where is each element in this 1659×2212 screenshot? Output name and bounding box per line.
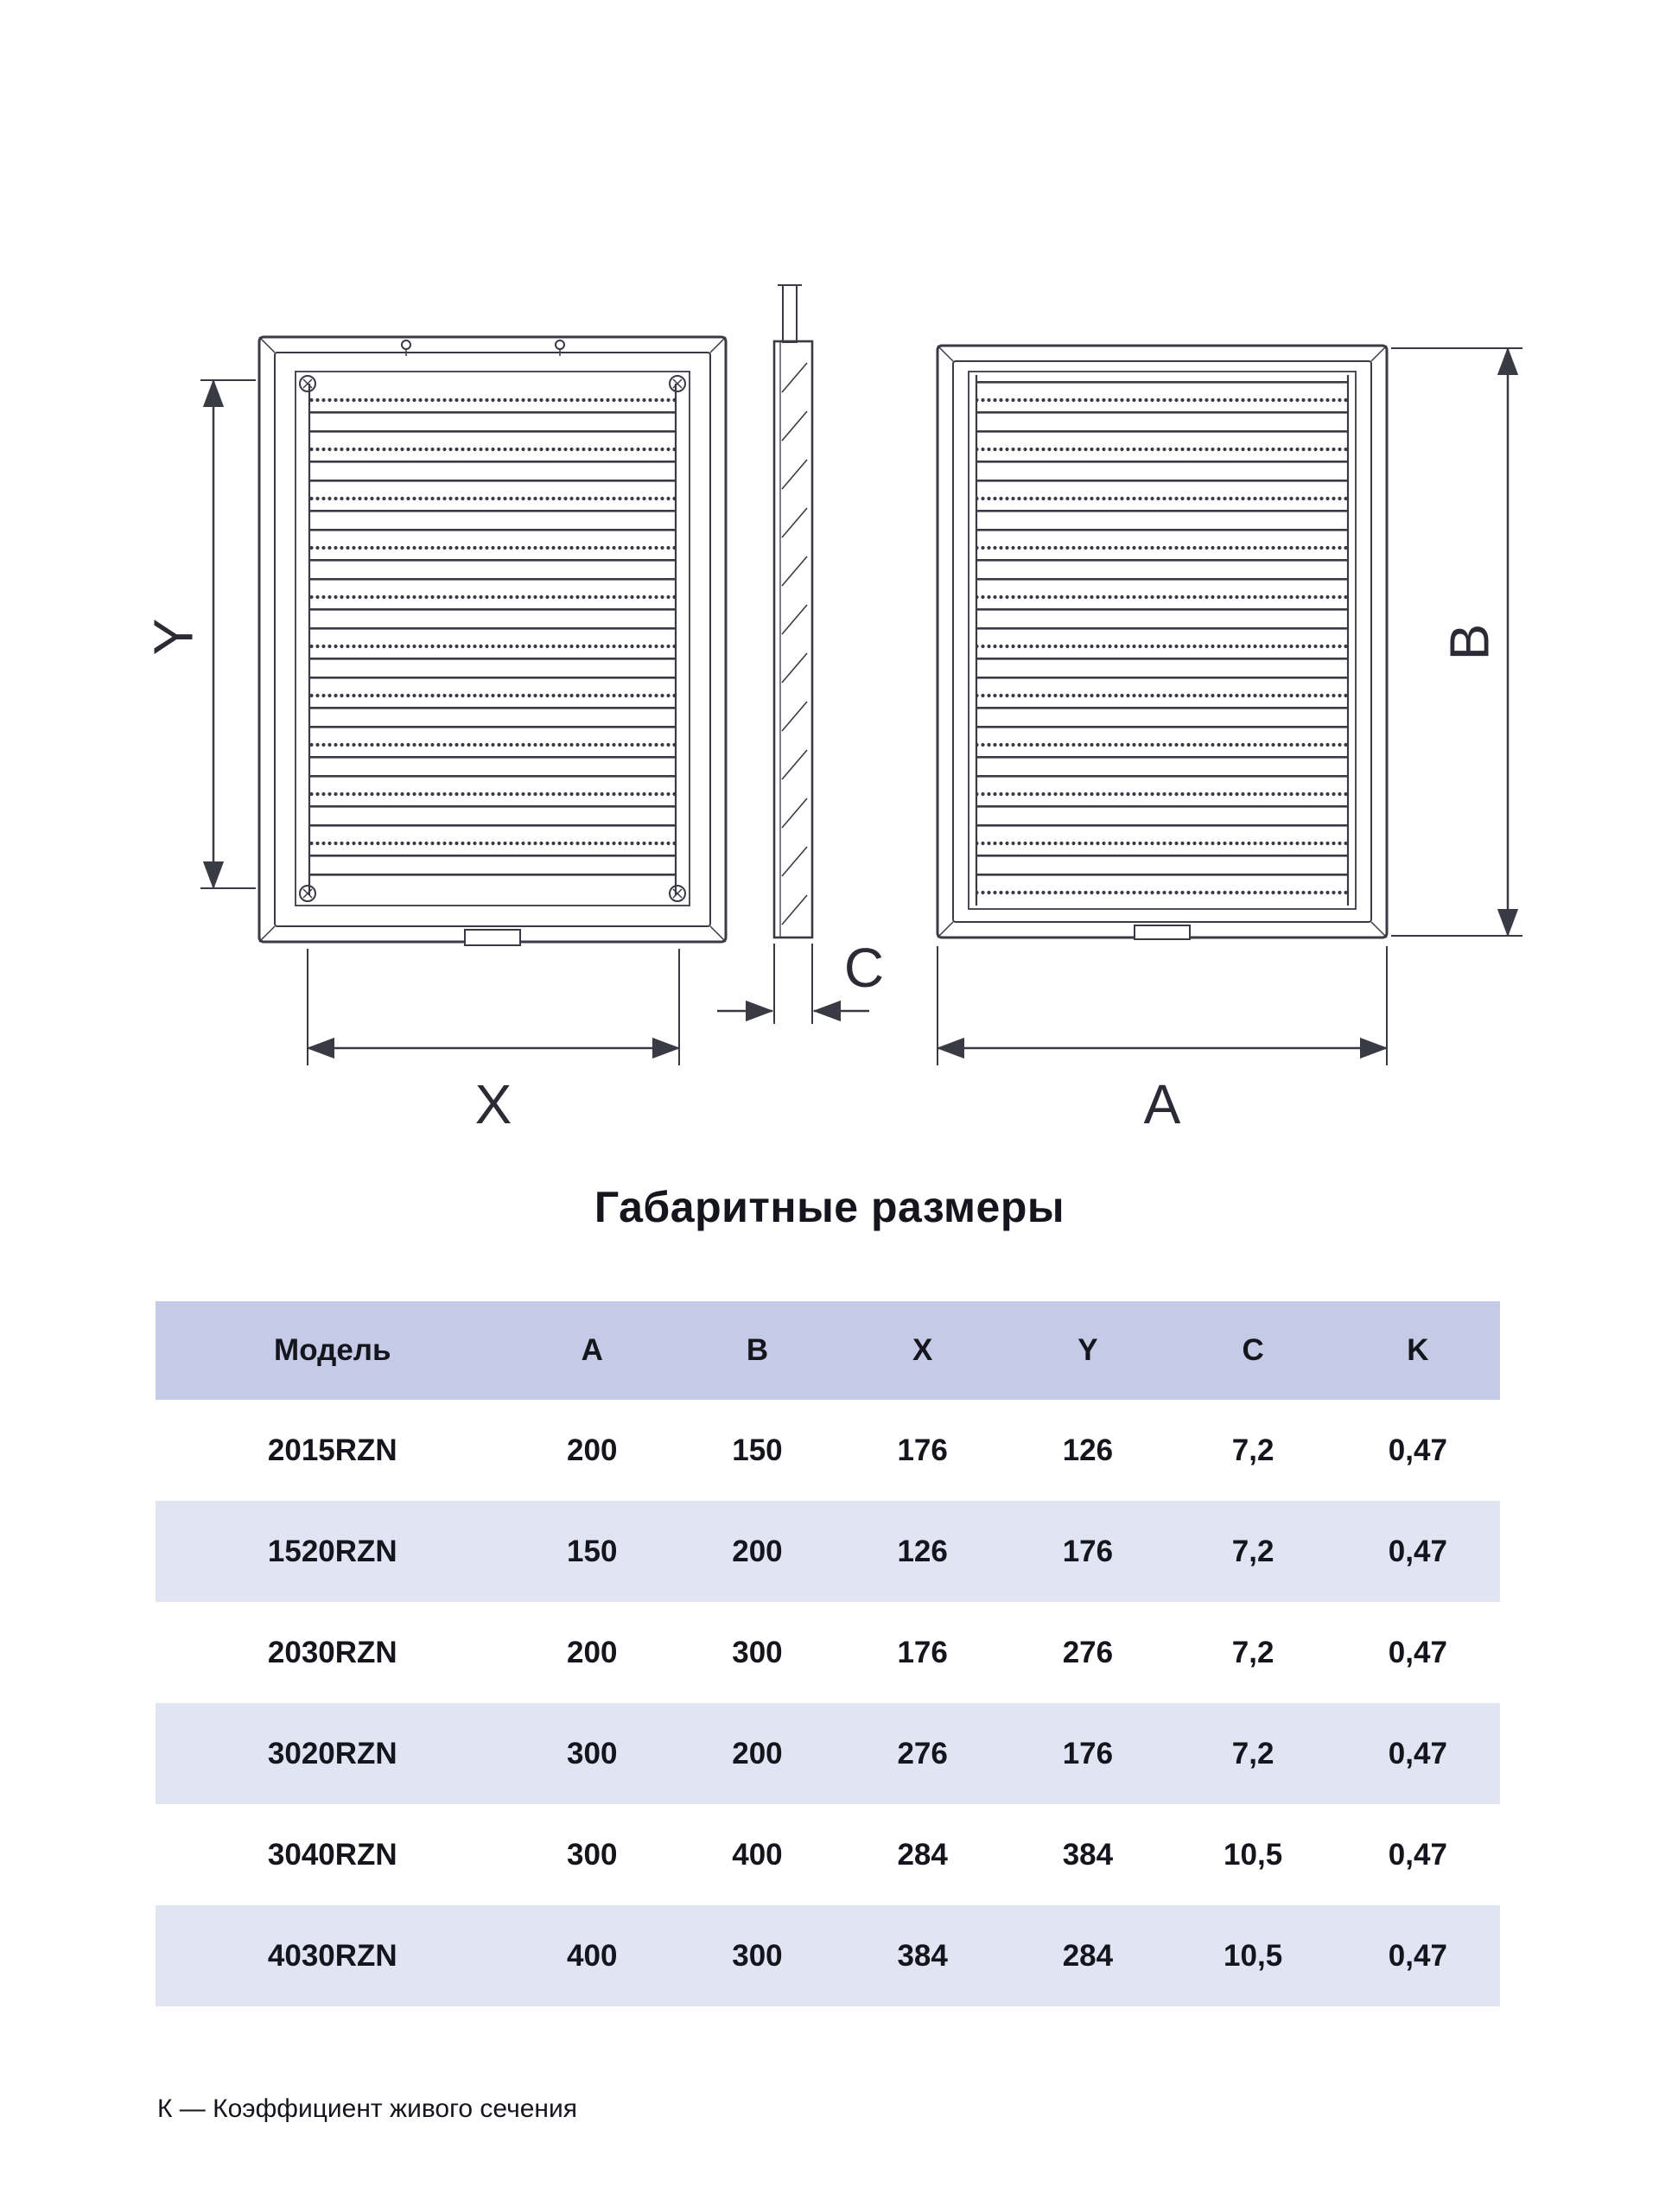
dim-label-a: A [1144, 1073, 1181, 1135]
col-header-b: B [674, 1301, 841, 1400]
dimension-drawing: Y X C [142, 284, 1522, 1135]
table-header-row: Модель A B X Y C K [156, 1301, 1500, 1400]
dim-label-y: Y [142, 619, 204, 656]
table-row: 4030RZN 400 300 384 284 10,5 0,47 [156, 1905, 1500, 2006]
side-view [772, 284, 814, 939]
table-row: 3040RZN 300 400 284 384 10,5 0,47 [156, 1804, 1500, 1905]
model-cell: 2030RZN [156, 1602, 510, 1703]
model-cell: 3020RZN [156, 1703, 510, 1804]
dim-label-x: X [475, 1073, 512, 1135]
mounting-slot-icon [401, 340, 565, 356]
col-header-c: C [1170, 1301, 1336, 1400]
table-row: 2015RZN 200 150 176 126 7,2 0,47 [156, 1400, 1500, 1501]
dim-x [306, 949, 681, 1065]
table-row: 1520RZN 150 200 126 176 7,2 0,47 [156, 1501, 1500, 1602]
page-title: Габаритные размеры [594, 1183, 1065, 1231]
col-header-model: Модель [156, 1301, 510, 1400]
footnote: К — Коэффициент живого сечения [157, 2094, 577, 2123]
dim-b [1391, 346, 1522, 938]
col-header-x: X [840, 1301, 1006, 1400]
dim-c [717, 944, 869, 1024]
model-cell: 1520RZN [156, 1501, 510, 1602]
dimensions-table-wrap: Модель A B X Y C K 2015RZN 200 150 176 1… [156, 1301, 1500, 2006]
model-cell: 4030RZN [156, 1905, 510, 2006]
col-header-k: K [1335, 1301, 1500, 1400]
corner-screw-icon [299, 375, 686, 902]
model-cell: 3040RZN [156, 1804, 510, 1905]
dim-a [936, 946, 1389, 1065]
front-view-overall [936, 344, 1389, 940]
table-row: 2030RZN 200 300 176 276 7,2 0,47 [156, 1602, 1500, 1703]
col-header-a: A [509, 1301, 675, 1400]
front-view-framed [257, 335, 728, 946]
model-cell: 2015RZN [156, 1400, 510, 1501]
table-row: 3020RZN 300 200 276 176 7,2 0,47 [156, 1703, 1500, 1804]
dimensions-table: Модель A B X Y C K 2015RZN 200 150 176 1… [156, 1301, 1500, 2006]
dim-label-b: B [1438, 624, 1500, 661]
dim-label-c: C [844, 937, 884, 999]
latch [464, 929, 521, 946]
dim-y [200, 378, 256, 890]
latch [1134, 925, 1191, 940]
col-header-y: Y [1005, 1301, 1171, 1400]
